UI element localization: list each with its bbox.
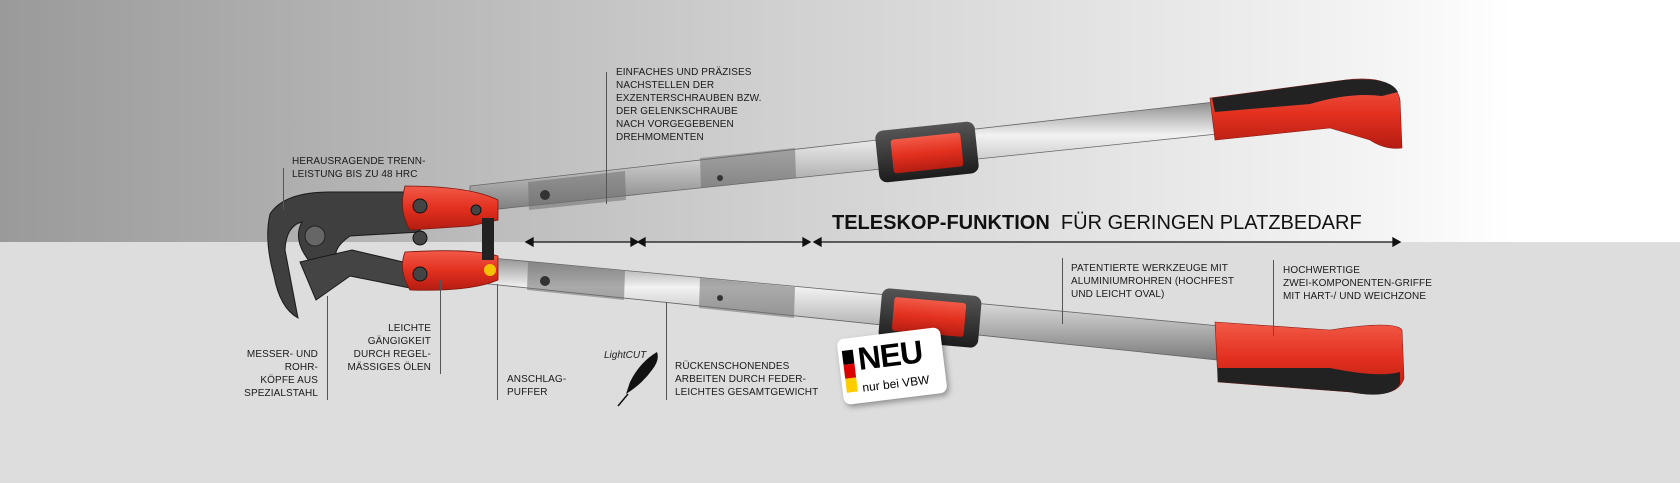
leader-line	[606, 72, 607, 204]
label-cutting: HERAUSRAGENDE TRENN-LEISTUNG BIS ZU 48 H…	[292, 156, 426, 180]
telescope-arrows	[524, 236, 1402, 248]
lightcut-logo: LightCUT	[604, 350, 647, 361]
feather-icon	[617, 352, 658, 407]
leader-line	[1273, 260, 1274, 336]
telescope-heading-bold: TELESKOP-FUNKTION	[832, 212, 1050, 234]
badge-main-text: NEU	[855, 333, 925, 377]
leader-line	[666, 302, 667, 400]
leader-line	[283, 168, 284, 210]
cutter-head	[267, 185, 499, 319]
telescope-heading: TELESKOP-FUNKTION FÜR GERINGEN PLATZBEDA…	[832, 212, 1362, 235]
leader-line	[1062, 258, 1063, 324]
leader-line	[440, 280, 441, 374]
upper-handle	[469, 78, 1403, 213]
leader-line	[327, 296, 328, 400]
label-buffer: ANSCHLAG-PUFFER	[507, 374, 567, 398]
lower-handle	[469, 255, 1405, 395]
new-badge: NEU nur bei VBW	[836, 326, 948, 406]
telescope-heading-rest: FÜR GERINGEN PLATZBEDARF	[1060, 212, 1362, 234]
germany-flag-icon	[841, 349, 858, 393]
leader-line	[497, 284, 498, 400]
